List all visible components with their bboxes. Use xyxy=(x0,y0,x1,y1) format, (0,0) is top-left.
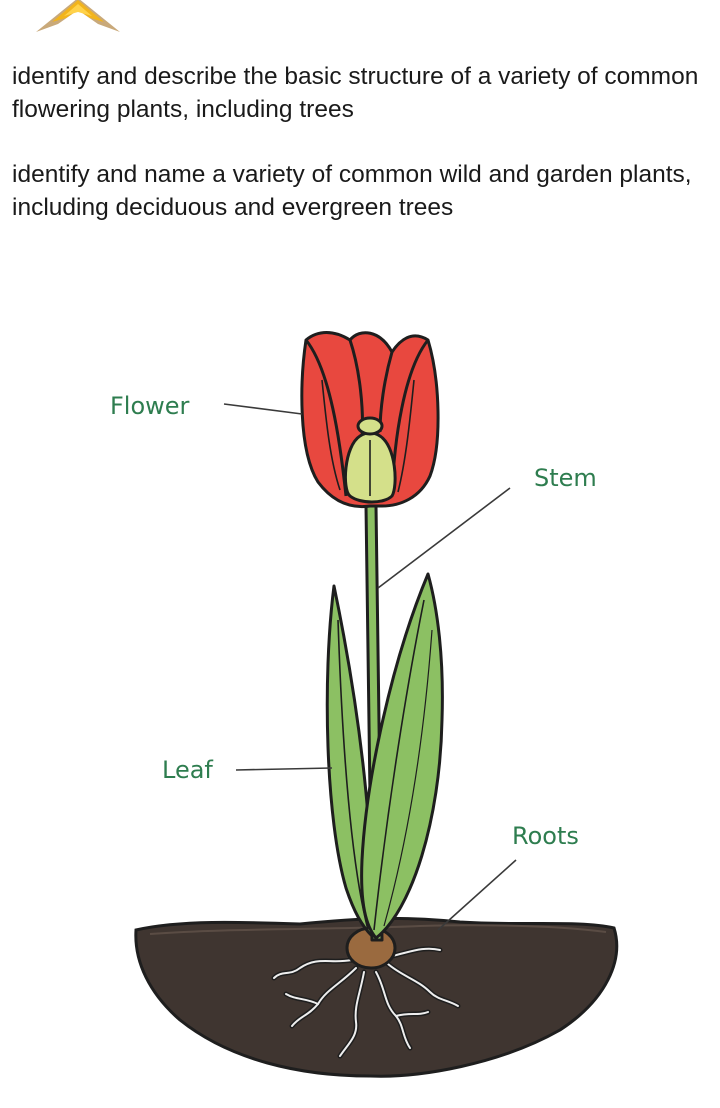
logo xyxy=(28,0,128,40)
flower-label: Flower xyxy=(110,392,190,420)
plant-structure-diagram: Flower Stem Leaf Roots xyxy=(0,300,720,1104)
roots-leader-line xyxy=(438,860,516,930)
learning-objective-1: identify and describe the basic structur… xyxy=(12,60,702,126)
roots-label: Roots xyxy=(512,822,579,850)
learning-objective-2: identify and name a variety of common wi… xyxy=(12,158,702,224)
leaf-leader-line xyxy=(236,768,332,770)
stem-label: Stem xyxy=(534,464,597,492)
flower-leader-line xyxy=(224,404,302,414)
leaf-label: Leaf xyxy=(162,756,213,784)
logo-star-icon xyxy=(28,0,128,40)
